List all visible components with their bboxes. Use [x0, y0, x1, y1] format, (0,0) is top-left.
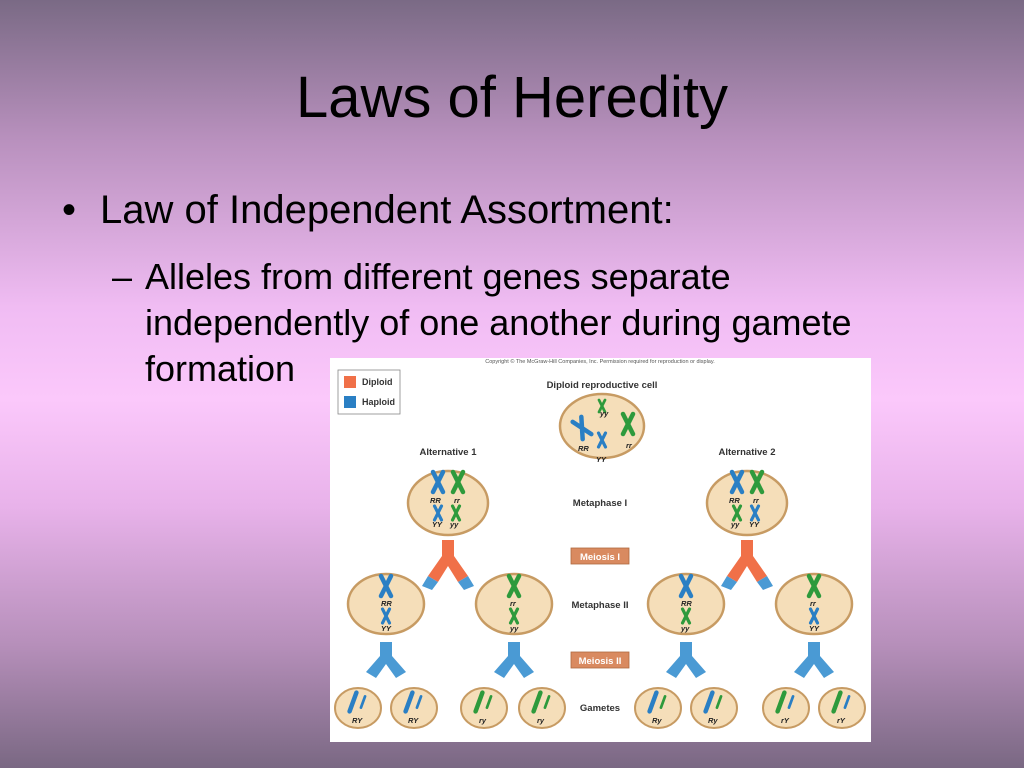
- gamete-label: rY: [781, 716, 790, 725]
- allele-label: rr: [810, 599, 817, 608]
- meiosis-2-arrows: [366, 642, 834, 678]
- gamete-label: Ry: [708, 716, 718, 725]
- meiosis-1-arrow-left: [422, 540, 474, 590]
- gamete-5: Ry: [634, 687, 682, 729]
- bullet-text: Law of Independent Assortment:: [100, 188, 674, 232]
- legend-diploid: Diploid: [362, 377, 393, 387]
- haploid-swatch: [344, 396, 356, 408]
- gamete-7: rY: [762, 687, 810, 729]
- sub-bullet-marker: –: [112, 256, 133, 297]
- allele-label: RR: [681, 599, 692, 608]
- allele-label: yy: [730, 520, 740, 529]
- bullet-marker: •: [62, 188, 77, 232]
- allele-label: rr: [454, 496, 461, 505]
- allele-label: yy: [599, 409, 609, 418]
- meiosis-1-box: [570, 547, 630, 565]
- metaphase-2-cell-2: rr yy: [474, 572, 554, 636]
- gamete-2: RY: [390, 687, 438, 729]
- bullet-law: • Law of Independent Assortment:: [62, 188, 674, 233]
- allele-label: rr: [753, 496, 760, 505]
- gamete-label: RY: [408, 716, 419, 725]
- sub-bullet: – Alleles from different genes separate …: [112, 254, 952, 392]
- label-metaphase-2: Metaphase II: [571, 600, 628, 611]
- slide-title: Laws of Heredity: [296, 65, 728, 130]
- sub-bullet-text: Alleles from different genes separate in…: [145, 256, 852, 389]
- label-metaphase-1: Metaphase I: [573, 498, 627, 509]
- gamete-3: ry: [460, 687, 508, 729]
- allele-label: yy: [680, 624, 690, 633]
- label-meiosis-2: Meiosis II: [579, 656, 622, 667]
- gamete-4: ry: [518, 687, 566, 729]
- gamete-6: Ry: [690, 687, 738, 729]
- alternative-1-cell: RR rr YY yy: [406, 469, 490, 537]
- meiosis-1-arrow-right: [721, 540, 773, 590]
- meiosis-diagram: Copyright © The McGraw-Hill Companies, I…: [334, 358, 866, 729]
- copyright-text: Copyright © The McGraw-Hill Companies, I…: [485, 358, 715, 365]
- label-alternative-2: Alternative 2: [718, 447, 775, 458]
- gamete-8: rY: [818, 687, 866, 729]
- meiosis-2-arrow: [794, 642, 834, 678]
- allele-label: RR: [430, 496, 441, 505]
- meiosis-2-arrow: [494, 642, 534, 678]
- meiosis-2-box: [570, 651, 630, 669]
- legend: Diploid Haploid: [337, 369, 401, 415]
- metaphase-2-cell-4: rr YY: [774, 572, 854, 636]
- allele-label: RR: [578, 444, 589, 453]
- metaphase-2-cell-3: RR yy: [646, 572, 726, 636]
- gamete-label: RY: [352, 716, 363, 725]
- label-alternative-1: Alternative 1: [419, 447, 477, 458]
- gamete-label: ry: [479, 716, 487, 725]
- allele-label: YY: [596, 455, 607, 464]
- label-meiosis-1: Meiosis I: [580, 552, 620, 563]
- meiosis-2-arrow: [666, 642, 706, 678]
- diploid-cell: RR yy rr YY: [558, 392, 646, 464]
- allele-label: YY: [432, 520, 443, 529]
- gamete-label: ry: [537, 716, 545, 725]
- diploid-swatch: [344, 376, 356, 388]
- label-gametes: Gametes: [580, 703, 620, 714]
- gamete-label: rY: [837, 716, 846, 725]
- allele-label: YY: [381, 624, 392, 633]
- allele-label: RR: [381, 599, 392, 608]
- label-diploid-cell: Diploid reproductive cell: [547, 380, 658, 391]
- allele-label: YY: [809, 624, 820, 633]
- allele-label: YY: [749, 520, 760, 529]
- gamete-label: Ry: [652, 716, 662, 725]
- allele-label: yy: [509, 624, 519, 633]
- meiosis-figure: Copyright © The McGraw-Hill Companies, I…: [330, 358, 871, 742]
- allele-label: yy: [449, 520, 459, 529]
- legend-haploid: Haploid: [362, 397, 395, 407]
- meiosis-2-arrow: [366, 642, 406, 678]
- metaphase-2-cell-1: RR YY: [346, 572, 426, 636]
- allele-label: rr: [510, 599, 517, 608]
- allele-label: RR: [729, 496, 740, 505]
- allele-label: rr: [626, 441, 633, 450]
- alternative-2-cell: RR rr yy YY: [705, 469, 789, 537]
- gamete-1: RY: [334, 687, 382, 729]
